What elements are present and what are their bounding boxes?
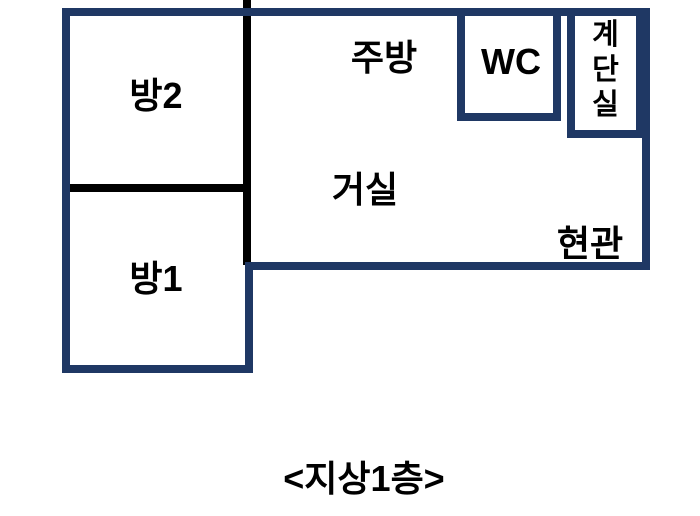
stairwell-label-char-1: 계 — [592, 19, 619, 51]
stairwell-label-char-2: 단 — [592, 54, 619, 86]
inner-wall-room1-room2-divider — [67, 184, 251, 192]
room2-label: 방2 — [129, 75, 183, 116]
living-room-label: 거실 — [331, 169, 399, 210]
outer-wall-left — [62, 8, 70, 373]
entrance-label: 현관 — [556, 223, 624, 264]
wc-label: WC — [481, 41, 541, 82]
outer-wall-bottom-upper-block — [245, 262, 650, 270]
outer-wall-right — [642, 8, 650, 270]
stairwell-label-char-3: 실 — [592, 89, 619, 121]
outer-wall-right-left-block — [245, 262, 253, 373]
kitchen-label: 주방 — [350, 37, 418, 78]
wc-room-box — [457, 8, 561, 121]
stairwell-room-box: 계 단 실 — [567, 8, 644, 138]
outer-wall-top — [62, 8, 650, 16]
room1-label: 방1 — [129, 258, 183, 299]
outer-wall-bottom-left-block — [62, 365, 253, 373]
floor-caption: <지상1층> — [283, 458, 445, 499]
inner-wall-rooms-vertical — [243, 0, 251, 265]
